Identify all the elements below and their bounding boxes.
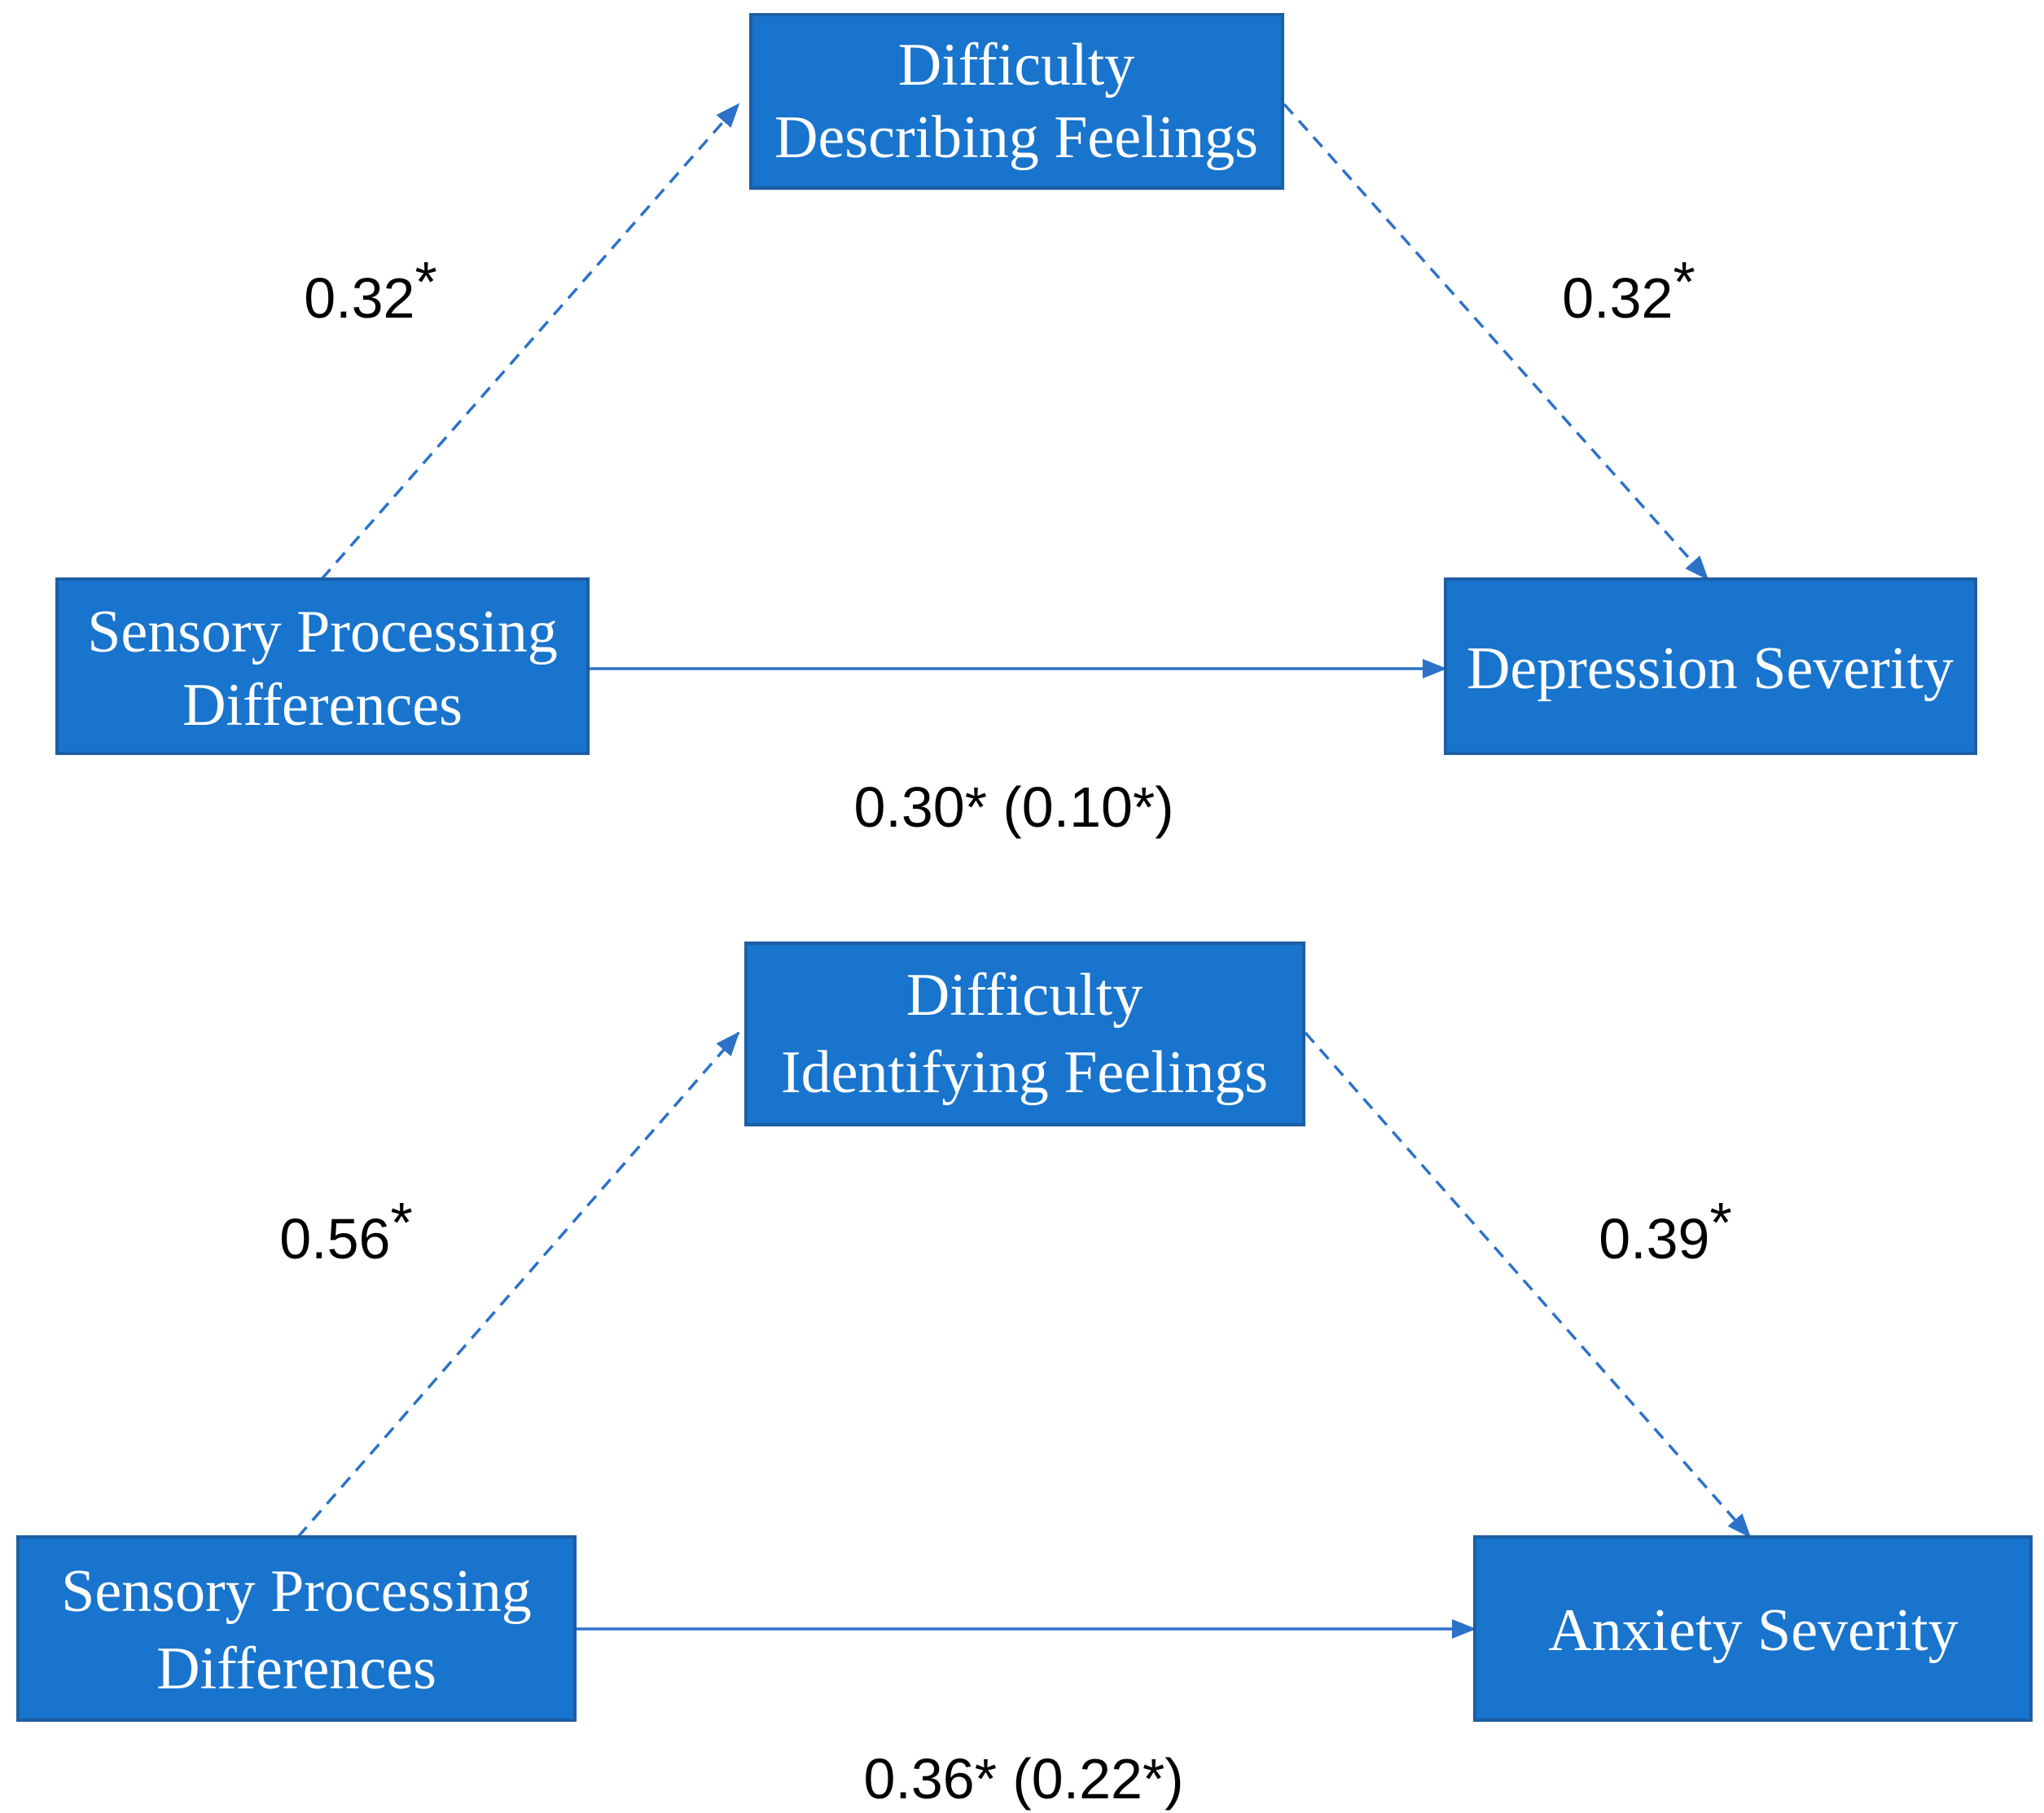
outcome-label: Anxiety Severity bbox=[1548, 1597, 1958, 1664]
path-b-arrow-depression bbox=[1283, 103, 1709, 581]
path-b-arrow-anxiety bbox=[1304, 1031, 1752, 1539]
mediator-label-line2: Identifying Feelings bbox=[781, 1039, 1268, 1106]
path-c-coefficient-anxiety: 0.36* (0.22*) bbox=[863, 1747, 1183, 1811]
outcome-node-depression: Depression Severity bbox=[1444, 577, 1977, 755]
outcome-node-anxiety: Anxiety Severity bbox=[1473, 1535, 2033, 1722]
path-a-coefficient-depression: 0.32* bbox=[304, 250, 437, 330]
path-c-coefficient-depression: 0.30* (0.10*) bbox=[853, 775, 1173, 839]
predictor-node-anxiety: Sensory Processing Differences bbox=[16, 1535, 577, 1722]
model-depression: Difficulty Describing Feelings Sensory P… bbox=[55, 13, 1977, 839]
path-a-arrow-depression bbox=[320, 103, 740, 581]
predictor-label-line2: Differences bbox=[182, 672, 463, 739]
mediator-label-line2: Describing Feelings bbox=[774, 104, 1258, 171]
mediator-label-line1: Difficulty bbox=[898, 32, 1134, 99]
outcome-label: Depression Severity bbox=[1467, 635, 1954, 702]
path-a-coefficient-anxiety: 0.56* bbox=[279, 1191, 413, 1271]
model-anxiety: Difficulty Identifying Feelings Sensory … bbox=[16, 942, 2033, 1811]
mediator-node-anxiety: Difficulty Identifying Feelings bbox=[744, 942, 1305, 1126]
predictor-label-line1: Sensory Processing bbox=[87, 599, 558, 665]
predictor-label-line2: Differences bbox=[156, 1635, 436, 1702]
mediator-label-line1: Difficulty bbox=[906, 962, 1143, 1029]
path-a-arrow-anxiety bbox=[296, 1031, 740, 1539]
path-b-coefficient-anxiety: 0.39* bbox=[1599, 1191, 1732, 1271]
predictor-node-depression: Sensory Processing Differences bbox=[55, 577, 590, 755]
mediator-node-depression: Difficulty Describing Feelings bbox=[749, 13, 1284, 190]
predictor-label-line1: Sensory Processing bbox=[61, 1558, 532, 1625]
path-b-coefficient-depression: 0.32* bbox=[1562, 250, 1695, 330]
